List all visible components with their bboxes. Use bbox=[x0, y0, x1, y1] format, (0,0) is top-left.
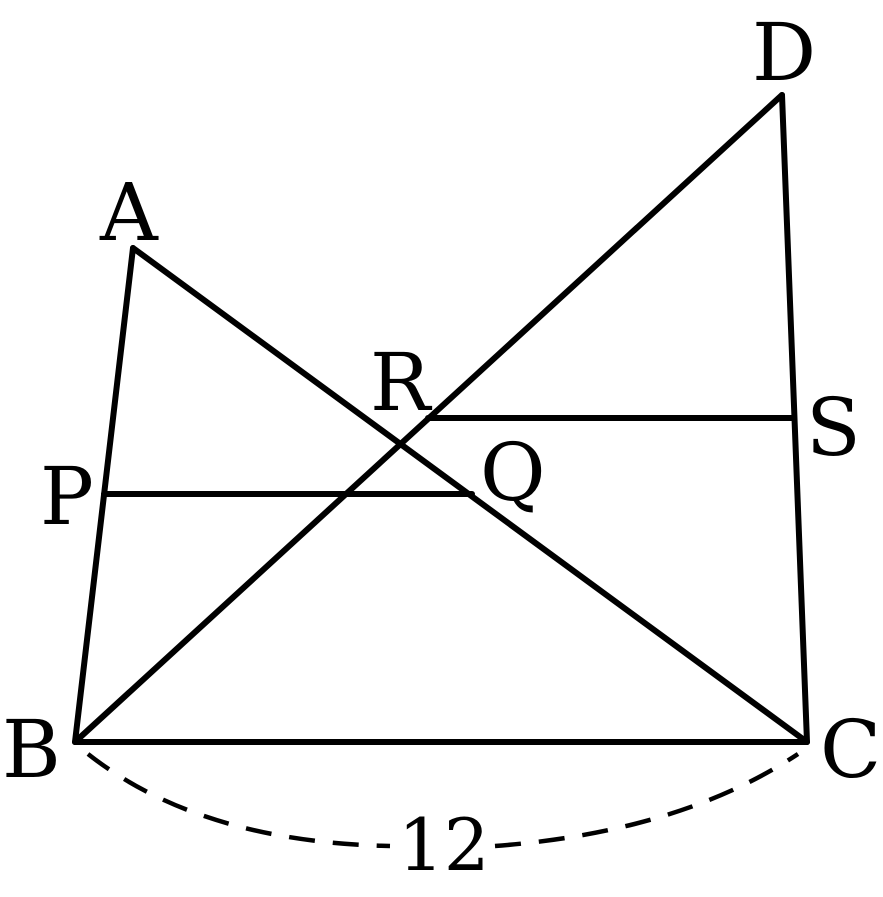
label-c: C bbox=[820, 703, 881, 796]
bc-length-value: 12 bbox=[398, 803, 490, 887]
label-d: D bbox=[752, 6, 816, 99]
label-r: R bbox=[370, 336, 433, 429]
bc-measure-arc-right bbox=[494, 752, 800, 849]
label-a: A bbox=[99, 166, 159, 259]
label-b: B bbox=[2, 703, 61, 796]
label-s: S bbox=[806, 381, 861, 474]
bc-measure-arc-left bbox=[86, 752, 391, 849]
label-q: Q bbox=[480, 426, 546, 519]
label-p: P bbox=[40, 450, 94, 543]
